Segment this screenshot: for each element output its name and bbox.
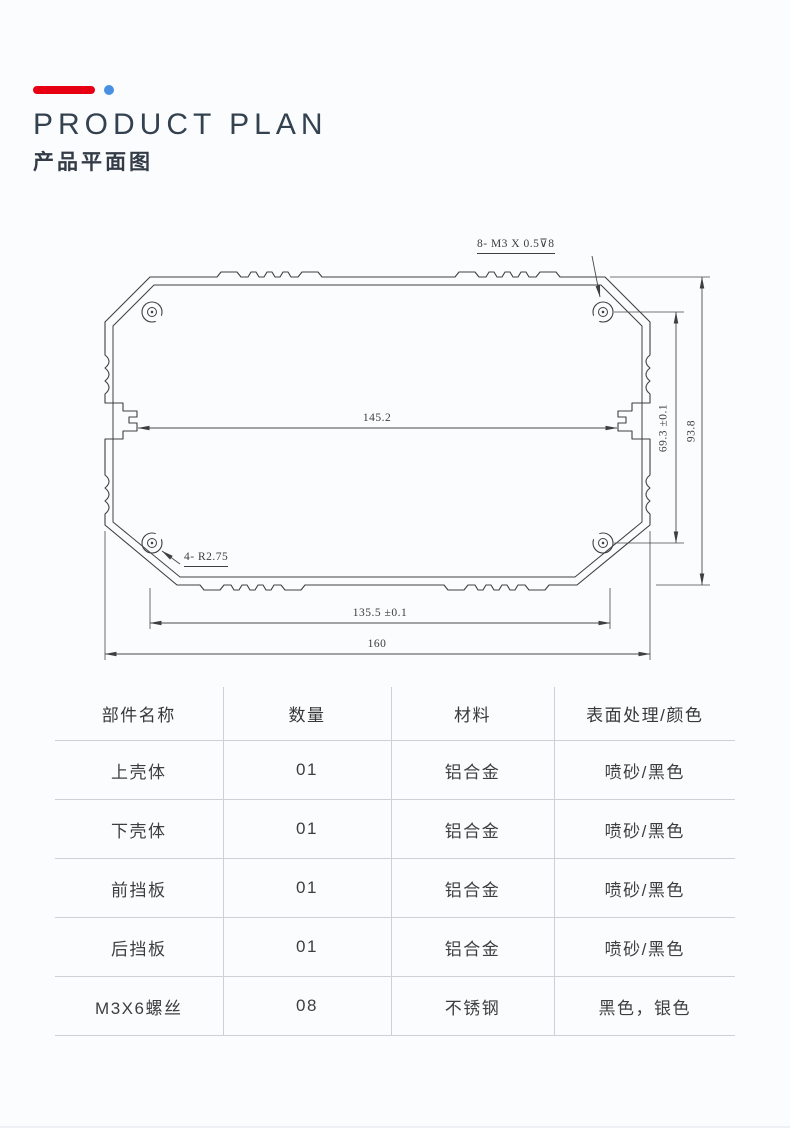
corner-radius-callout-label: 4- R2.75 [184,551,229,567]
screw-boss-top-right [590,301,614,325]
table-cell: 不锈钢 [390,976,555,1036]
table-row: 下壳体 01 铝合金 喷砂/黑色 [54,799,736,859]
table-cell: 喷砂/黑色 [553,917,736,977]
table-cell: 01 [222,858,392,918]
table-cell: 08 [222,976,392,1036]
table-row: 前挡板 01 铝合金 喷砂/黑色 [54,858,736,918]
table-cell: 上壳体 [54,740,224,800]
table-cell: M3X6螺丝 [54,976,224,1036]
total-width-dim-label: 160 [367,638,387,650]
table-cell: 01 [222,799,392,859]
table-row: 后挡板 01 铝合金 喷砂/黑色 [54,917,736,977]
table-cell: 后挡板 [54,917,224,977]
table-row: 上壳体 01 铝合金 喷砂/黑色 [54,740,736,800]
page-title-zh: 产品平面图 [33,151,153,174]
parts-table: 部件名称 数量 材料 表面处理/颜色 上壳体 01 铝合金 喷砂/黑色 下壳体 … [54,686,736,1036]
table-header-row: 部件名称 数量 材料 表面处理/颜色 [54,686,736,741]
col-header-material: 材料 [390,686,555,741]
blue-accent-dot-icon [104,85,114,95]
table-row: M3X6螺丝 08 不锈钢 黑色，银色 [54,976,736,1036]
leader-lines [161,255,601,565]
red-accent-bar-icon [33,86,95,94]
col-header-finish-color: 表面处理/颜色 [553,686,736,741]
bottom-inner-width-dim-label: 135.5 ±0.1 [352,607,408,619]
table-cell: 前挡板 [54,858,224,918]
profile-inner-wall [112,284,643,578]
table-cell: 铝合金 [390,799,555,859]
profile-outer-wall [104,271,651,591]
extension-lines [104,276,710,660]
technical-drawing: 8- M3 X 0.5⊽8 4- R2.75 145.2 69.3 ±0.1 9… [0,235,790,670]
col-header-part-name: 部件名称 [54,686,224,741]
table-cell: 铝合金 [390,858,555,918]
page-title-en: PRODUCT PLAN [33,108,328,141]
table-cell: 黑色，银色 [553,976,736,1036]
table-cell: 铝合金 [390,740,555,800]
table-cell: 喷砂/黑色 [553,740,736,800]
dimension-lines [104,276,705,657]
table-cell: 01 [222,917,392,977]
table-cell: 喷砂/黑色 [553,799,736,859]
screw-boss-bottom-right [590,530,614,554]
screw-boss-top-left [141,301,165,325]
table-cell: 下壳体 [54,799,224,859]
total-height-dim-label: 93.8 [685,419,698,443]
boss-span-height-dim-label: 69.3 ±0.1 [657,403,670,453]
enclosure-profile-svg [104,255,710,660]
screw-boss-bottom-left [141,530,165,554]
table-cell: 01 [222,740,392,800]
inner-width-dim-label: 145.2 [362,412,392,424]
thread-callout-label: 8- M3 X 0.5⊽8 [477,238,555,254]
col-header-quantity: 数量 [222,686,392,741]
table-cell: 铝合金 [390,917,555,977]
table-cell: 喷砂/黑色 [553,858,736,918]
